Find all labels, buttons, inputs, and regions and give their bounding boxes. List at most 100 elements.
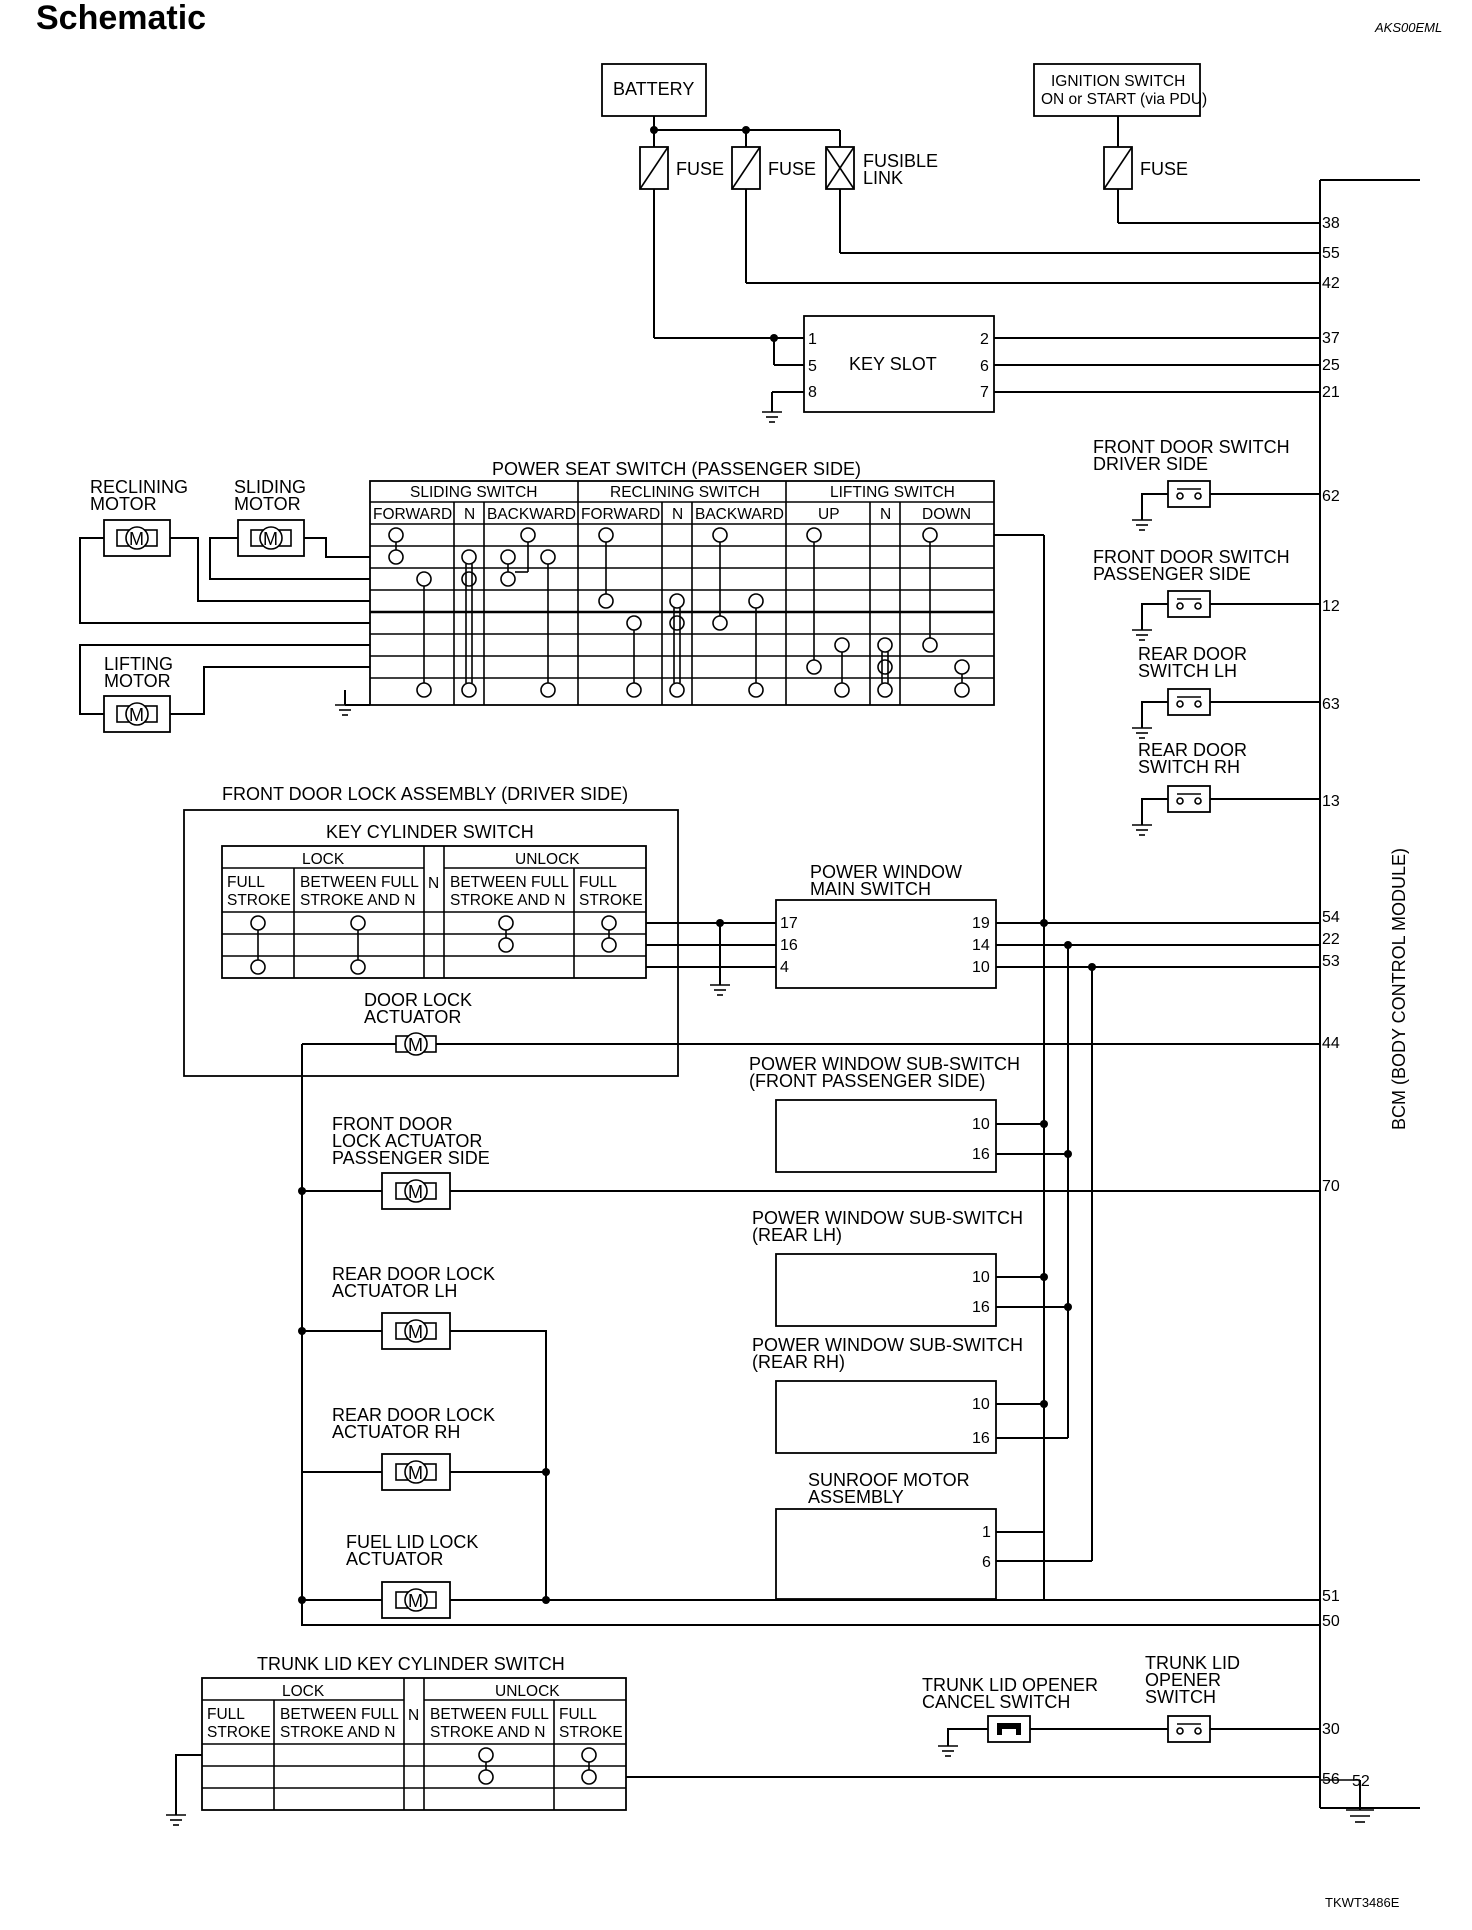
col-label: FULL (579, 874, 617, 891)
key-slot-pin: 8 (808, 384, 817, 401)
bcm-pin: 70 (1322, 1178, 1340, 1195)
seat-col-label: FORWARD (373, 506, 452, 523)
bcm-pin: 42 (1322, 275, 1340, 292)
actuator-label: REAR DOOR LOCK (332, 1405, 495, 1425)
col-label: BETWEEN FULL (450, 874, 569, 891)
battery-label: BATTERY (613, 79, 694, 99)
reclining-motor-label: MOTOR (90, 494, 157, 514)
fuse-label: FUSE (768, 159, 816, 179)
motor-icon: M (395, 1460, 437, 1484)
pw-sub-label: POWER WINDOW SUB-SWITCH (752, 1335, 1023, 1355)
fusible-link-label: FUSIBLE (863, 151, 938, 171)
bcm-pin: 22 (1322, 931, 1340, 948)
page-title: Schematic (36, 0, 206, 37)
ignition-label: ON or START (via PDU) (1041, 91, 1207, 108)
col-label: STROKE (207, 1724, 271, 1741)
trunk-cancel-switch-label: TRUNK LID OPENER (922, 1675, 1098, 1695)
key-slot-pin: 6 (980, 358, 989, 375)
pw-pin: 10 (972, 1396, 990, 1413)
sliding-motor-label: SLIDING (234, 477, 306, 497)
seat-col-label: DOWN (922, 506, 971, 523)
reclining-motor-label: RECLINING (90, 477, 188, 497)
front-door-lock-assembly (183, 809, 679, 1077)
actuator-label: PASSENGER SIDE (332, 1148, 490, 1168)
pw-pin: 14 (972, 937, 990, 954)
bcm-pin: 13 (1322, 793, 1340, 810)
bcm-pin: 56 (1322, 1771, 1340, 1788)
trunk-key-cylinder-title: TRUNK LID KEY CYLINDER SWITCH (257, 1654, 565, 1674)
n-label: N (408, 1707, 419, 1724)
reclining-motor-icon: M (103, 519, 171, 557)
motor-icon: M (395, 1319, 437, 1343)
switch-label: SWITCH RH (1138, 757, 1240, 777)
pw-sub-label: (FRONT PASSENGER SIDE) (749, 1071, 985, 1091)
ground-icon (938, 1745, 958, 1757)
pw-sub-label: POWER WINDOW SUB-SWITCH (752, 1208, 1023, 1228)
pw-pin: 16 (780, 937, 798, 954)
actuator-label: ACTUATOR RH (332, 1422, 460, 1442)
bcm-pin: 54 (1322, 909, 1340, 926)
pw-pin: 16 (972, 1146, 990, 1163)
actuator-label: LOCK ACTUATOR (332, 1131, 482, 1151)
lock-label: LOCK (282, 1683, 325, 1700)
actuator-label: FUEL LID LOCK (346, 1532, 478, 1552)
switch-label: FRONT DOOR SWITCH (1093, 437, 1290, 457)
seat-col-label: N (464, 506, 475, 523)
lifting-motor-label: LIFTING (104, 654, 173, 674)
pw-main-label: POWER WINDOW (810, 862, 962, 882)
bcm-ground-icon (1346, 1809, 1374, 1823)
col-label: STROKE (559, 1724, 623, 1741)
bcm-pin: 52 (1352, 1773, 1370, 1790)
seat-col-label: UP (818, 506, 840, 523)
pw-pin: 19 (972, 915, 990, 932)
col-label: STROKE AND N (280, 1724, 395, 1741)
pw-sub-switch-rear-rh: POWER WINDOW SUB-SWITCH (REAR RH) 10 16 (752, 1335, 1023, 1454)
col-label: STROKE (579, 892, 643, 909)
door-switch-icon (1176, 793, 1202, 805)
pw-sub-switch-rear-lh: POWER WINDOW SUB-SWITCH (REAR LH) 10 16 (752, 1208, 1023, 1327)
sliding-motor-label: MOTOR (234, 494, 301, 514)
power-seat-switch-table: SLIDING SWITCH RECLINING SWITCH LIFTING … (369, 480, 995, 706)
fuse-icon (639, 146, 669, 190)
key-slot-pin: 5 (808, 358, 817, 375)
pw-pin: 10 (972, 1269, 990, 1286)
door-lock-actuator-label: ACTUATOR (364, 1007, 461, 1027)
pw-sub-switch-front-passenger: POWER WINDOW SUB-SWITCH (FRONT PASSENGER… (749, 1054, 1020, 1173)
bcm-pin: 37 (1322, 330, 1340, 347)
pw-pin: 17 (780, 915, 798, 932)
fusible-link-icon (825, 146, 855, 190)
motor-icon: M (395, 1179, 437, 1203)
motor-symbol: M (408, 1322, 423, 1342)
motor-symbol: M (408, 1035, 423, 1055)
front-door-switch-driver: FRONT DOOR SWITCH DRIVER SIDE (1093, 437, 1320, 531)
trunk-opener-switch-label: SWITCH (1145, 1687, 1216, 1707)
ground-icon (166, 1814, 186, 1826)
pw-pin: 10 (972, 959, 990, 976)
motor-symbol: M (408, 1463, 423, 1483)
col-label: STROKE AND N (450, 892, 565, 909)
col-label: BETWEEN FULL (300, 874, 419, 891)
key-slot-pin: 1 (808, 331, 817, 348)
n-label: N (428, 875, 439, 892)
fuse-label: FUSE (1140, 159, 1188, 179)
motor-symbol: M (408, 1591, 423, 1611)
bcm-pin: 53 (1322, 953, 1340, 970)
trunk-key-cylinder-switch-table: LOCK UNLOCK N FULL STROKE BETWEEN FULL S… (201, 1677, 627, 1811)
motor-symbol: M (129, 529, 144, 549)
door-switch-icon (1176, 696, 1202, 708)
trunk-cancel-switch-label: CANCEL SWITCH (922, 1692, 1070, 1712)
bcm-pin: 25 (1322, 357, 1340, 374)
sunroof-pin: 6 (982, 1554, 991, 1571)
switch-label: REAR DOOR (1138, 740, 1247, 760)
rear-door-lock-actuator-lh: REAR DOOR LOCK ACTUATOR LH M (332, 1264, 495, 1350)
fuse-label: FUSE (676, 159, 724, 179)
bcm-label: BCM (BODY CONTROL MODULE) (1389, 848, 1409, 1130)
bcm-pin: 12 (1322, 598, 1340, 615)
power-seat-title: POWER SEAT SWITCH (PASSENGER SIDE) (492, 459, 861, 479)
col-label: BETWEEN FULL (280, 1706, 399, 1723)
bcm-pin: 38 (1322, 215, 1340, 232)
front-door-lock-actuator-passenger: FRONT DOOR LOCK ACTUATOR PASSENGER SIDE … (332, 1114, 490, 1210)
col-label: FULL (207, 1706, 245, 1723)
switch-label: REAR DOOR (1138, 644, 1247, 664)
bcm-pins: 38 55 42 37 25 21 62 12 63 13 54 22 53 4… (1322, 215, 1370, 1790)
